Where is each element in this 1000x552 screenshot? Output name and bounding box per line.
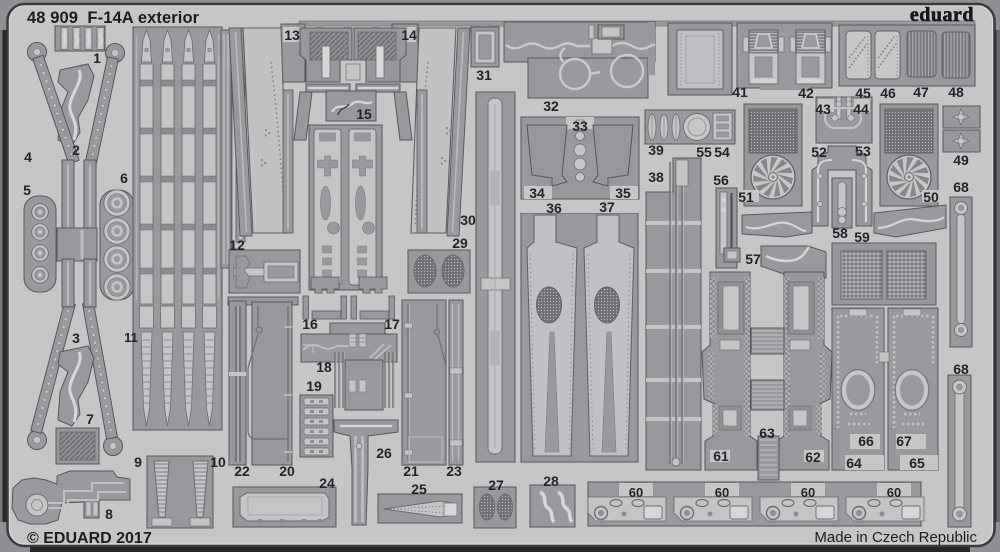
svg-text:© EDUARD 2017: © EDUARD 2017 bbox=[27, 530, 152, 547]
svg-text:14: 14 bbox=[401, 27, 417, 43]
svg-text:3: 3 bbox=[72, 330, 80, 346]
svg-text:13: 13 bbox=[284, 27, 300, 43]
svg-text:58: 58 bbox=[832, 225, 848, 241]
svg-text:11: 11 bbox=[124, 330, 138, 345]
svg-text:62: 62 bbox=[805, 449, 821, 465]
svg-text:51: 51 bbox=[738, 189, 754, 205]
svg-text:20: 20 bbox=[279, 463, 295, 479]
svg-text:24: 24 bbox=[319, 475, 335, 491]
svg-text:47: 47 bbox=[913, 84, 929, 100]
svg-text:38: 38 bbox=[648, 169, 664, 185]
svg-text:2: 2 bbox=[72, 142, 80, 158]
svg-text:37: 37 bbox=[599, 199, 615, 215]
svg-text:66: 66 bbox=[858, 433, 874, 449]
svg-text:59: 59 bbox=[854, 229, 870, 245]
svg-text:15: 15 bbox=[356, 106, 372, 122]
svg-text:43: 43 bbox=[815, 101, 831, 117]
svg-text:28: 28 bbox=[543, 473, 559, 489]
svg-text:10: 10 bbox=[210, 454, 226, 470]
svg-text:45: 45 bbox=[855, 85, 871, 101]
svg-text:7: 7 bbox=[86, 411, 94, 427]
svg-text:46: 46 bbox=[880, 85, 896, 101]
svg-text:61: 61 bbox=[713, 448, 729, 464]
svg-text:30: 30 bbox=[460, 212, 476, 228]
svg-text:56: 56 bbox=[713, 172, 729, 188]
svg-text:36: 36 bbox=[546, 200, 562, 216]
svg-text:50: 50 bbox=[923, 189, 939, 205]
svg-text:8: 8 bbox=[105, 506, 113, 522]
svg-text:34: 34 bbox=[529, 185, 545, 201]
svg-text:57: 57 bbox=[745, 251, 761, 267]
svg-text:49: 49 bbox=[953, 152, 969, 168]
svg-text:41: 41 bbox=[732, 84, 748, 100]
svg-text:17: 17 bbox=[384, 316, 400, 332]
svg-text:55: 55 bbox=[696, 144, 712, 160]
svg-text:1: 1 bbox=[93, 50, 101, 66]
svg-text:64: 64 bbox=[846, 455, 862, 471]
svg-text:44: 44 bbox=[853, 101, 869, 117]
svg-text:31: 31 bbox=[476, 67, 492, 83]
svg-text:60: 60 bbox=[715, 485, 729, 500]
svg-text:35: 35 bbox=[615, 185, 631, 201]
svg-text:32: 32 bbox=[543, 98, 559, 114]
svg-text:33: 33 bbox=[572, 118, 588, 134]
svg-text:21: 21 bbox=[403, 463, 419, 479]
svg-text:53: 53 bbox=[855, 143, 871, 159]
svg-text:18: 18 bbox=[316, 359, 332, 375]
svg-text:52: 52 bbox=[811, 144, 827, 160]
svg-text:eduard: eduard bbox=[910, 4, 974, 26]
svg-text:60: 60 bbox=[887, 485, 901, 500]
svg-text:68: 68 bbox=[953, 179, 969, 195]
svg-text:67: 67 bbox=[896, 433, 912, 449]
svg-text:48 909 F-14A exterior: 48 909 F-14A exterior bbox=[27, 9, 200, 27]
svg-text:65: 65 bbox=[909, 455, 925, 471]
svg-text:68: 68 bbox=[953, 361, 969, 377]
svg-text:26: 26 bbox=[376, 445, 392, 461]
svg-text:63: 63 bbox=[759, 425, 775, 441]
svg-text:19: 19 bbox=[306, 378, 322, 394]
svg-text:5: 5 bbox=[23, 182, 31, 198]
svg-text:27: 27 bbox=[488, 477, 504, 493]
svg-text:25: 25 bbox=[411, 481, 427, 497]
svg-text:42: 42 bbox=[798, 85, 814, 101]
svg-text:48: 48 bbox=[948, 84, 964, 100]
svg-text:6: 6 bbox=[120, 170, 128, 186]
svg-text:54: 54 bbox=[714, 144, 730, 160]
svg-text:9: 9 bbox=[134, 454, 142, 470]
svg-text:16: 16 bbox=[302, 316, 318, 332]
svg-text:4: 4 bbox=[24, 149, 32, 165]
svg-text:60: 60 bbox=[629, 485, 643, 500]
svg-text:22: 22 bbox=[234, 463, 250, 479]
svg-text:39: 39 bbox=[648, 142, 664, 158]
svg-text:12: 12 bbox=[229, 237, 245, 253]
svg-text:60: 60 bbox=[801, 485, 815, 500]
svg-text:29: 29 bbox=[452, 235, 468, 251]
svg-text:Made in Czech Republic: Made in Czech Republic bbox=[814, 529, 977, 546]
svg-text:23: 23 bbox=[446, 463, 462, 479]
